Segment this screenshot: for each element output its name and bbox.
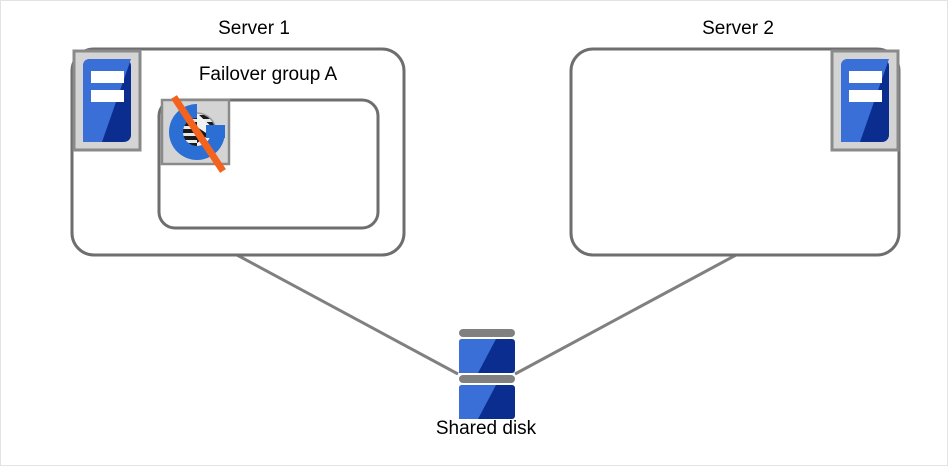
server-icon-bar-top — [849, 71, 882, 83]
server-2-title: Server 2 — [702, 18, 774, 39]
disabled-strike-icon — [171, 95, 226, 173]
shared-disk-icon[interactable] — [459, 329, 515, 419]
disk-platter-upper-highlight — [459, 339, 496, 373]
server-2-box[interactable] — [569, 47, 901, 257]
server-1-title: Server 1 — [218, 18, 290, 39]
disk-top-bar-lower — [459, 375, 515, 383]
shared-disk-title: Shared disk — [435, 418, 537, 439]
server-2-icon[interactable] — [830, 49, 900, 152]
disk-platter-lower-highlight — [459, 385, 496, 419]
server-icon-bar-bottom — [91, 90, 124, 102]
failover-group-a-title: Failover group A — [198, 64, 338, 85]
server-icon-bar-top — [91, 71, 124, 83]
failover-group-icon[interactable] — [160, 95, 231, 173]
refresh-arrow-glyph — [169, 104, 225, 160]
connector-group — [236, 253, 737, 376]
server-icon-bar-bottom — [849, 90, 882, 102]
connector-server1-to-disk — [236, 253, 459, 376]
server-1-icon[interactable] — [72, 49, 142, 152]
refresh-arrow-stem — [206, 125, 225, 138]
connector-server2-to-disk — [514, 253, 737, 376]
disk-top-bar-upper — [459, 329, 515, 337]
